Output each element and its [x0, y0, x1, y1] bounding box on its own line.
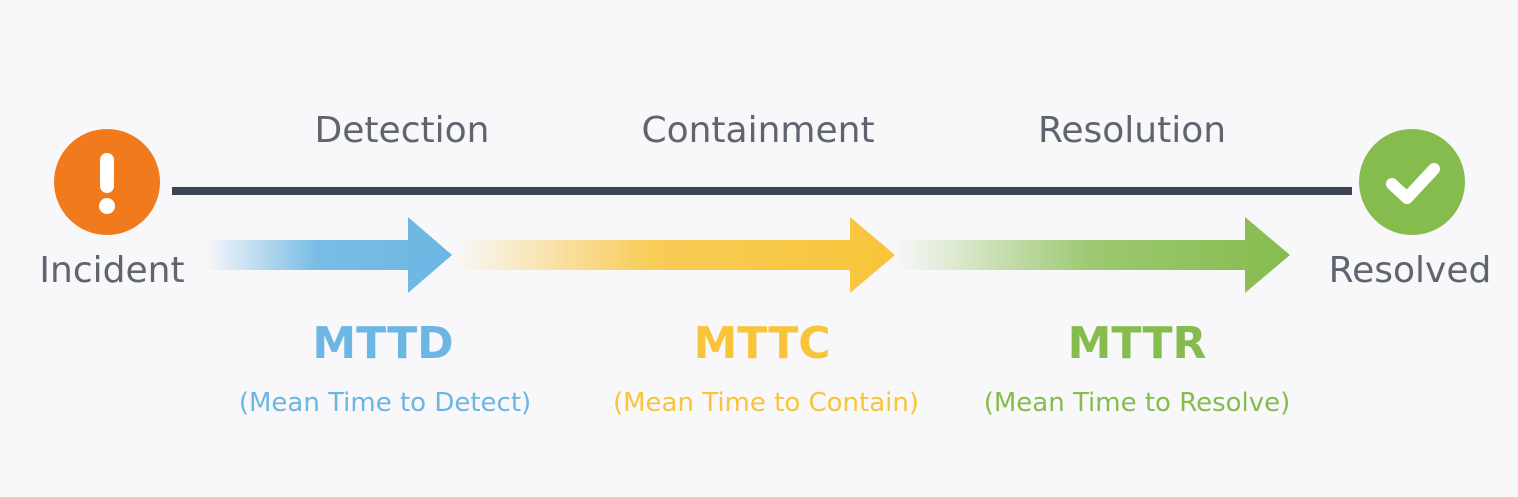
resolved-checkmark-icon	[1359, 129, 1465, 235]
phase-resolution: Resolution	[1037, 110, 1227, 151]
resolution-arrow	[895, 217, 1290, 293]
incident-exclamation-icon	[54, 129, 160, 235]
metric-mttd: MTTD	[312, 318, 454, 369]
phase-containment: Containment	[641, 110, 875, 151]
phase-detection: Detection	[314, 110, 490, 151]
metric-mttr: MTTR	[1067, 318, 1207, 369]
detection-arrow	[205, 217, 452, 293]
metric-mttr-description: (Mean Time to Resolve)	[983, 388, 1291, 418]
incident-label: Incident	[39, 250, 185, 291]
resolved-label: Resolved	[1328, 250, 1492, 291]
containment-arrow	[455, 217, 895, 293]
metric-mttd-description: (Mean Time to Detect)	[238, 388, 532, 418]
metric-mttc-description: (Mean Time to Contain)	[612, 388, 920, 418]
metric-mttc: MTTC	[693, 318, 831, 369]
timeline-line	[172, 187, 1352, 195]
